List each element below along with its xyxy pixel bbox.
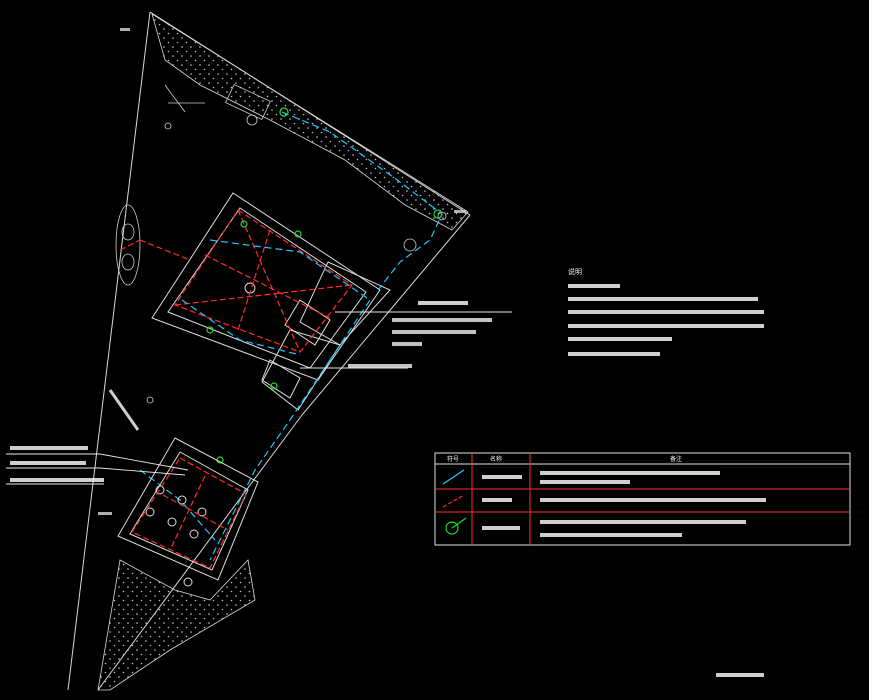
notes-block: 说明 xyxy=(568,267,764,356)
legend-header-name: 名称 xyxy=(490,455,502,463)
legend-header-symbol: 符号 xyxy=(447,455,459,463)
roof-conductor-network xyxy=(119,209,353,353)
downlead-lines xyxy=(139,111,443,561)
legend-conductor-symbol xyxy=(442,494,465,508)
lower-building xyxy=(117,437,259,587)
boundary-labels xyxy=(98,28,466,515)
main-building xyxy=(151,192,391,411)
callout-text-lower xyxy=(10,446,104,482)
landscape-areas xyxy=(97,13,469,691)
legend-table: 符号 名称 备注 xyxy=(434,452,851,546)
site-features xyxy=(108,83,447,431)
lower-roof-conductor xyxy=(131,457,247,569)
callout-text-main xyxy=(348,301,492,368)
notes-title: 说明 xyxy=(568,267,582,276)
callout-leaders-lower xyxy=(6,453,189,485)
legend-grounding-symbol xyxy=(445,517,467,535)
legend-header-remark: 备注 xyxy=(670,455,682,463)
drawing-title xyxy=(716,673,764,677)
grounding-points xyxy=(206,107,443,464)
legend-downlead-symbol xyxy=(442,469,465,485)
